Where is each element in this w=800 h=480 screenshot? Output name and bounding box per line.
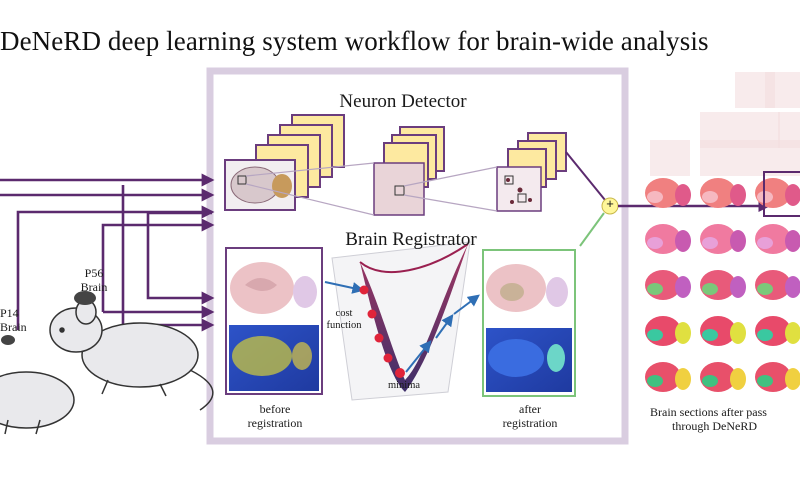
feature-stack-2 [373,126,445,216]
p56-mouse [49,299,214,411]
figure-title: DeNeRD deep learning system workflow for… [0,26,709,56]
feature-stack-3 [496,132,567,212]
minima-label: minima [387,380,421,391]
cost-path [324,281,480,373]
after-overlay-image [488,339,544,377]
p14-mouse [0,371,75,435]
before-atlas-image [230,262,317,314]
output-sections-grid [645,72,800,392]
connector-lines [245,151,606,216]
output-caption: Brain sections after pass through DeNeRD [650,405,767,433]
p56-brain-icon [74,291,96,305]
brain-registrator-label: Brain Registrator [345,229,477,250]
combine-symbol: + [606,196,614,211]
before-overlay-image [232,336,292,376]
p14-brain-icon [1,335,15,345]
highlighted-output-section [763,171,800,217]
after-atlas-image [486,264,568,312]
input-section-image [224,159,296,211]
neuron-detector-label: Neuron Detector [339,91,467,112]
input-arrows [0,173,215,332]
minima-dots [359,285,405,378]
